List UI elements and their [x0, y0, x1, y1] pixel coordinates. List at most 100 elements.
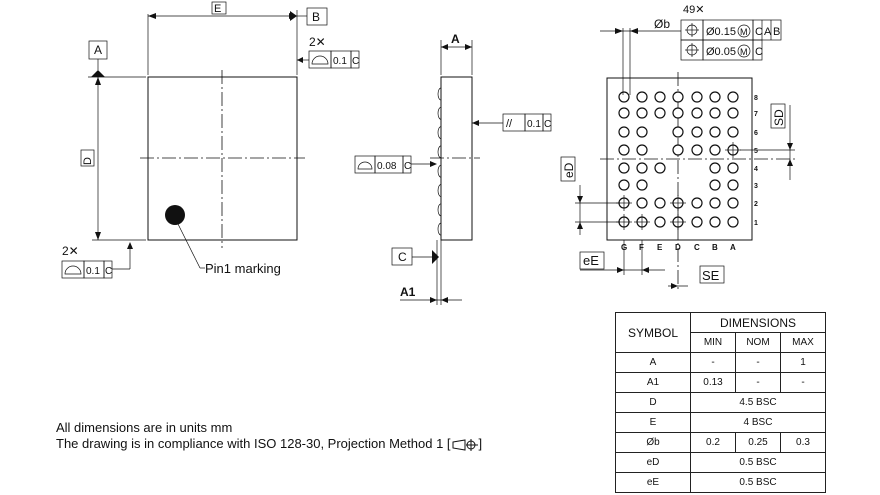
cell-min: 0.2 — [690, 432, 736, 453]
svg-text:A1: A1 — [400, 285, 416, 299]
solder-ball — [727, 107, 739, 119]
row-label: 6 — [754, 130, 758, 137]
svg-text:0.1: 0.1 — [333, 56, 347, 67]
svg-text:2✕: 2✕ — [62, 244, 79, 258]
solder-ball — [654, 162, 666, 174]
cell-symbol: D — [615, 392, 691, 413]
max-header: MAX — [780, 332, 826, 353]
solder-bump — [437, 203, 442, 217]
solder-ball — [709, 162, 721, 174]
solder-ball — [691, 197, 703, 209]
solder-ball — [618, 144, 630, 156]
cell-symbol: eD — [615, 452, 691, 473]
solder-ball — [654, 107, 666, 119]
solder-ball — [636, 144, 648, 156]
svg-text:C: C — [352, 56, 359, 67]
row-label: 5 — [754, 148, 758, 155]
svg-text:Ø0.05: Ø0.05 — [706, 46, 736, 58]
solder-ball — [727, 179, 739, 191]
datum-a: A — [94, 43, 102, 57]
row-label: 3 — [754, 183, 758, 190]
cell-symbol: E — [615, 412, 691, 433]
cell-nom: 0.25 — [735, 432, 781, 453]
row-label: 1 — [754, 220, 758, 227]
cell-symbol: Øb — [615, 432, 691, 453]
solder-ball — [636, 179, 648, 191]
solder-ball — [727, 91, 739, 103]
solder-ball — [636, 197, 648, 209]
solder-ball — [654, 197, 666, 209]
column-label: A — [730, 243, 736, 252]
cell-max: - — [780, 372, 826, 393]
solder-bump — [437, 184, 442, 197]
svg-text:SD: SD — [772, 109, 786, 126]
datum-c: C — [398, 250, 407, 264]
svg-text:49✕: 49✕ — [683, 4, 704, 16]
side-view: A // 0.1 C 0.08 C C A1 — [354, 32, 552, 305]
cell-span: 0.5 BSC — [690, 472, 826, 493]
projection-symbol-icon — [452, 438, 478, 451]
solder-ball — [691, 216, 703, 228]
solder-ball — [727, 162, 739, 174]
svg-text:Øb: Øb — [654, 17, 670, 31]
solder-ball — [618, 107, 630, 119]
solder-ball — [709, 126, 721, 138]
svg-text:A: A — [764, 26, 772, 38]
svg-text:E: E — [214, 3, 221, 15]
svg-text:SE: SE — [702, 268, 720, 283]
svg-text:C: C — [755, 46, 763, 58]
solder-ball — [618, 162, 630, 174]
solder-ball — [672, 126, 684, 138]
solder-bump — [437, 126, 442, 139]
row-label: 4 — [754, 166, 758, 173]
svg-text:0.1: 0.1 — [86, 266, 100, 277]
top-view: Pin1 marking E B A D 2✕ 0.1 C 2✕ 0.1 C — [61, 1, 360, 279]
solder-ball — [727, 216, 739, 228]
cell-nom: - — [735, 372, 781, 393]
solder-ball — [709, 91, 721, 103]
svg-text:M: M — [740, 27, 748, 37]
svg-text:0.08: 0.08 — [377, 161, 397, 172]
solder-ball — [672, 91, 684, 103]
cell-min: 0.13 — [690, 372, 736, 393]
solder-ball — [709, 144, 721, 156]
svg-text:M: M — [740, 47, 748, 57]
solder-ball — [691, 144, 703, 156]
svg-text:D: D — [82, 157, 94, 165]
svg-text:A: A — [451, 32, 460, 46]
cell-span: 0.5 BSC — [690, 452, 826, 473]
solder-bump — [437, 164, 442, 178]
solder-bump — [437, 87, 442, 101]
column-label: B — [712, 243, 718, 252]
min-header: MIN — [690, 332, 736, 353]
solder-ball — [691, 126, 703, 138]
solder-ball — [654, 216, 666, 228]
column-label: D — [675, 243, 681, 252]
solder-ball — [727, 197, 739, 209]
cell-symbol: eE — [615, 472, 691, 493]
svg-text:eE: eE — [583, 253, 599, 268]
solder-ball — [654, 91, 666, 103]
solder-ball — [636, 126, 648, 138]
solder-ball — [672, 107, 684, 119]
svg-text:C: C — [404, 161, 411, 172]
solder-ball — [618, 91, 630, 103]
note-units: All dimensions are in units mm — [56, 420, 233, 435]
solder-ball — [709, 197, 721, 209]
note-iso: The drawing is in compliance with ISO 12… — [56, 436, 483, 451]
solder-ball — [691, 91, 703, 103]
cell-span: 4.5 BSC — [690, 392, 826, 413]
solder-ball — [672, 144, 684, 156]
package-outline — [147, 76, 298, 241]
solder-ball — [709, 179, 721, 191]
column-label: E — [657, 243, 663, 252]
solder-ball — [691, 107, 703, 119]
svg-text:eD: eD — [562, 162, 576, 178]
